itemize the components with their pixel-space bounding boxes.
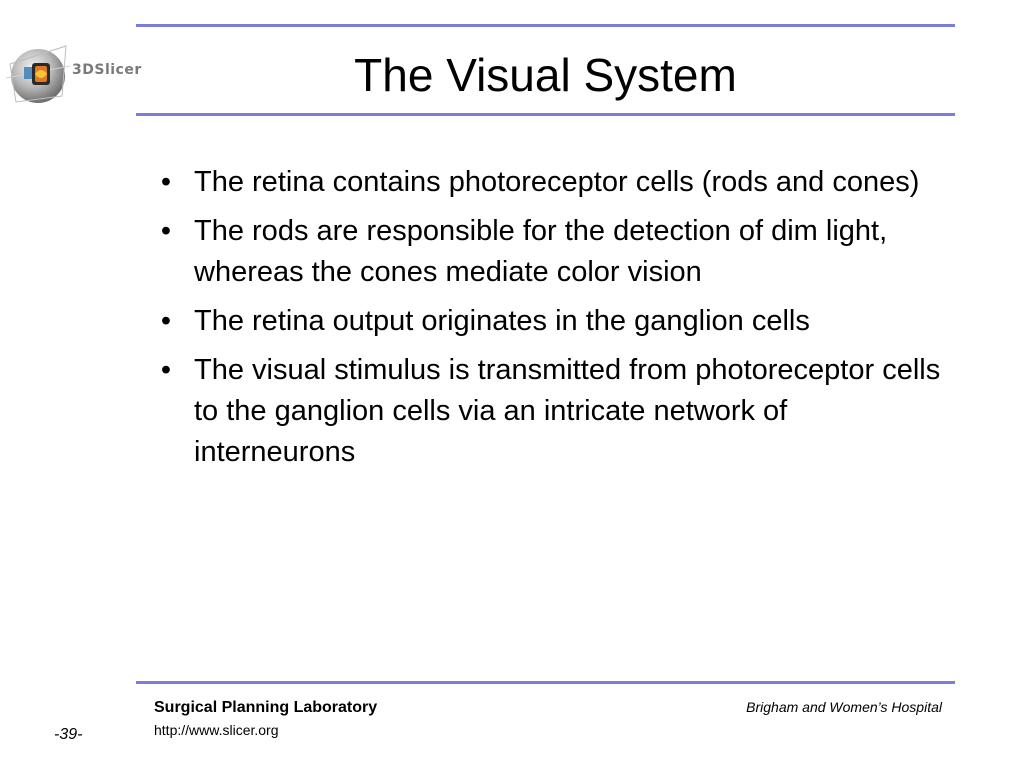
header-top-rule <box>136 24 955 27</box>
slide-title: The Visual System <box>354 49 737 101</box>
page-number: -39- <box>54 726 83 743</box>
bullet-item: • The rods are responsible for the detec… <box>154 211 954 293</box>
bullet-icon: • <box>160 305 172 337</box>
bullet-icon: • <box>160 215 172 247</box>
bullet-item: • The retina output originates in the ga… <box>154 301 954 342</box>
header-bottom-rule <box>136 113 955 116</box>
bullet-item: • The retina contains photoreceptor cell… <box>154 162 954 203</box>
footer-hospital-name: Brigham and Women’s Hospital <box>746 699 942 715</box>
bullet-text: The rods are responsible for the detecti… <box>194 215 888 288</box>
bullet-list: • The retina contains photoreceptor cell… <box>154 162 954 481</box>
bullet-text: The visual stimulus is transmitted from … <box>194 354 941 468</box>
footer-rule <box>136 681 955 684</box>
slicer-logo-icon <box>5 45 71 103</box>
footer-lab-name: Surgical Planning Laboratory <box>154 699 378 716</box>
slicer-logo: 3DSlicer <box>2 36 142 112</box>
bullet-icon: • <box>160 166 172 198</box>
bullet-text: The retina output originates in the gang… <box>194 305 810 337</box>
bullet-icon: • <box>160 354 172 386</box>
bullet-text: The retina contains photoreceptor cells … <box>194 166 920 198</box>
footer-url-link[interactable]: http://www.slicer.org <box>154 722 279 738</box>
bullet-item: • The visual stimulus is transmitted fro… <box>154 350 954 473</box>
logo-text: 3DSlicer <box>72 62 142 78</box>
